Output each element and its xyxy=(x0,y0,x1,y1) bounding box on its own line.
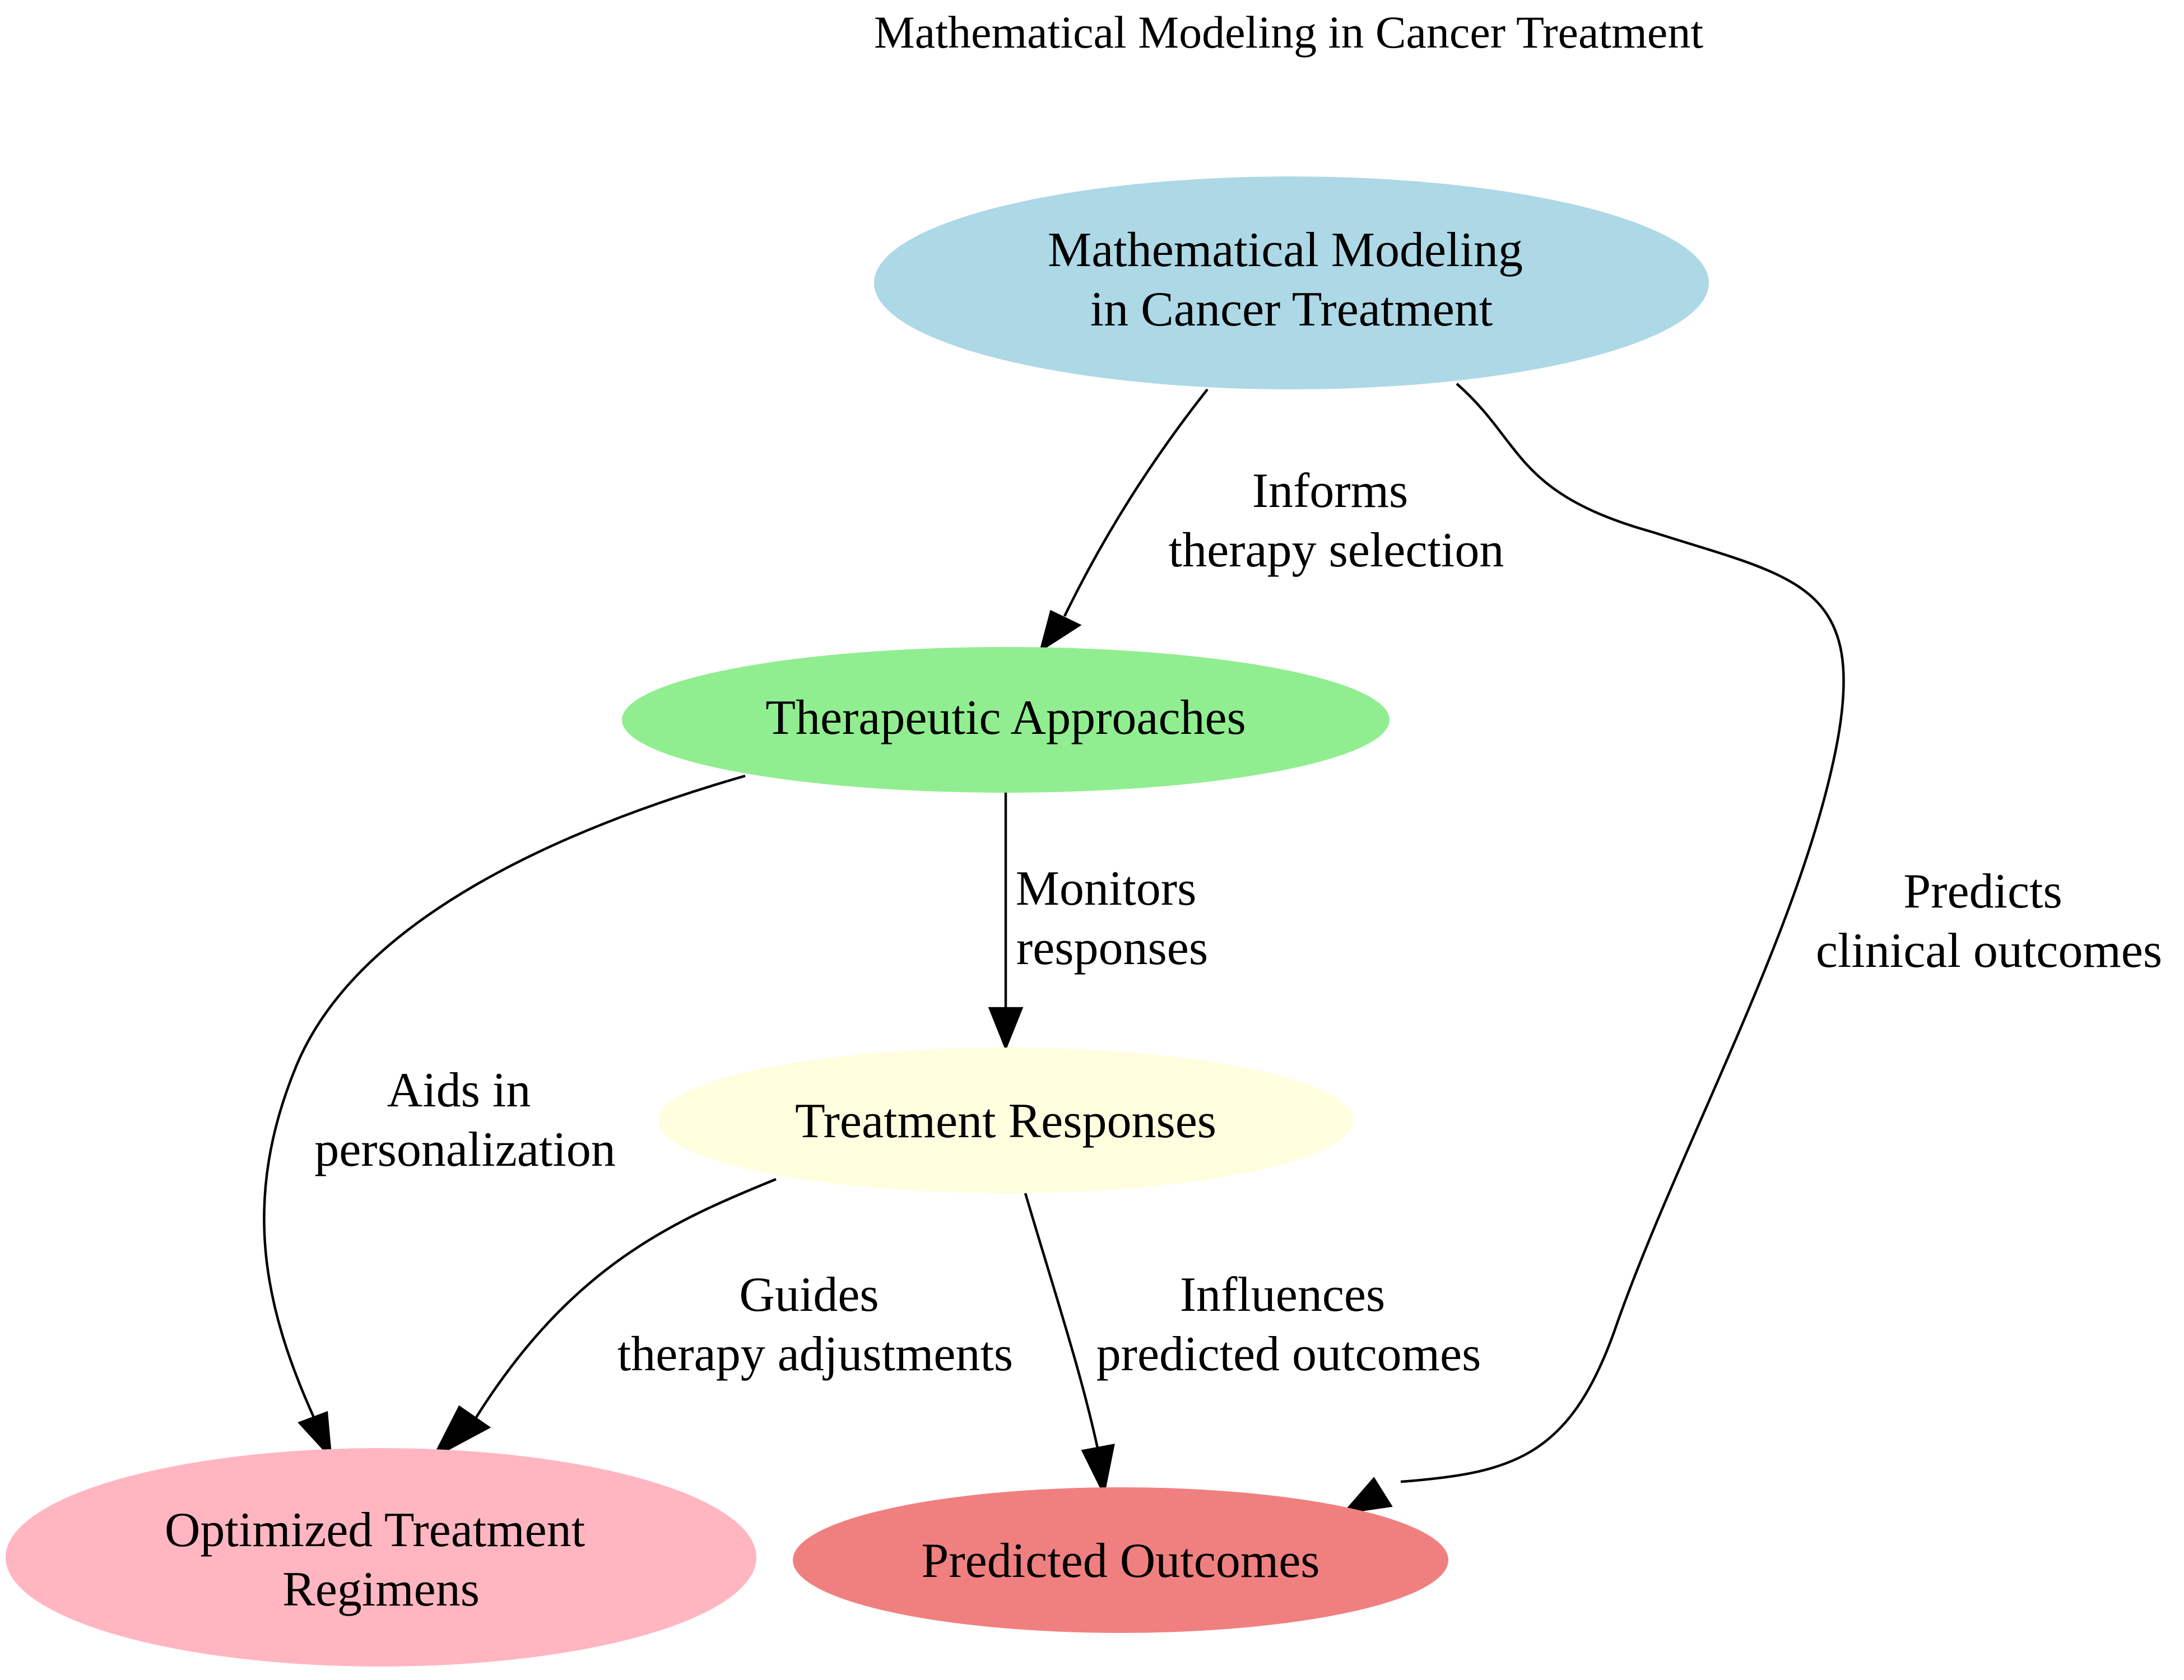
node-label-line: in Cancer Treatment xyxy=(1090,282,1493,337)
edge-label-line: Aids in xyxy=(387,1063,531,1118)
node-predicted-outcomes: Predicted Outcomes xyxy=(793,1487,1448,1633)
edge-label-influences: Influences predicted outcomes xyxy=(1096,1268,1481,1381)
edge-label-aids: Aids in personalization xyxy=(314,1063,616,1177)
node-label: Mathematical Modeling in Cancer Treatmen… xyxy=(1048,223,1535,337)
node-label-line: Regimens xyxy=(282,1562,480,1617)
node-label-line: Mathematical Modeling xyxy=(1048,223,1523,277)
edge-label-line: responses xyxy=(1016,921,1208,975)
edge-aids-in-personalization: Aids in personalization xyxy=(263,774,746,1460)
arrowhead-icon xyxy=(298,1411,332,1460)
edge-informs-therapy-selection: Informs therapy selection xyxy=(1039,388,1504,653)
node-optimized-treatment-regimens: Optimized Treatment Regimens xyxy=(6,1448,756,1667)
edge-label-line: Monitors xyxy=(1016,862,1197,916)
node-therapeutic-approaches: Therapeutic Approaches xyxy=(622,647,1390,793)
node-shape xyxy=(622,647,1390,793)
edge-label-line: Informs xyxy=(1252,464,1409,518)
edge-label-line: therapy adjustments xyxy=(617,1327,1013,1381)
edge-label-line: Influences xyxy=(1180,1268,1385,1322)
node-label: Therapeutic Approaches xyxy=(765,691,1246,745)
edge-line xyxy=(263,774,746,1418)
node-shape xyxy=(658,1048,1353,1193)
node-mathematical-modeling: Mathematical Modeling in Cancer Treatmen… xyxy=(874,176,1709,389)
node-label: Treatment Responses xyxy=(795,1094,1216,1148)
edge-line xyxy=(1024,1193,1100,1451)
edge-influences-predicted-outcomes: Influences predicted outcomes xyxy=(1024,1193,1481,1497)
node-shape xyxy=(874,176,1709,389)
edge-label-predicts: Predicts clinical outcomes xyxy=(1816,864,2162,978)
edge-label-guides: Guides therapy adjustments xyxy=(617,1268,1013,1381)
edge-monitors-responses: Monitors responses xyxy=(988,793,1209,1051)
edge-label-informs: Informs therapy selection xyxy=(1169,464,1504,578)
edge-line xyxy=(1400,383,1845,1483)
edge-label-line: Predicts xyxy=(1903,864,2062,919)
arrowhead-icon xyxy=(988,1007,1024,1051)
diagram-title: Mathematical Modeling in Cancer Treatmen… xyxy=(874,7,1703,58)
node-label: Optimized Treatment Regimens xyxy=(165,1503,597,1617)
edge-line xyxy=(1063,388,1209,617)
edge-label-line: therapy selection xyxy=(1169,523,1504,578)
arrowhead-icon xyxy=(431,1405,491,1460)
edge-label-monitors: Monitors responses xyxy=(1016,862,1209,975)
edge-label-line: personalization xyxy=(314,1123,616,1177)
arrowhead-icon xyxy=(1341,1477,1393,1515)
edge-guides-therapy-adjustments: Guides therapy adjustments xyxy=(431,1178,1013,1460)
edge-label-line: Guides xyxy=(739,1268,879,1322)
edge-line xyxy=(475,1178,777,1418)
node-shape xyxy=(793,1487,1448,1633)
node-label-line: Optimized Treatment xyxy=(165,1503,585,1557)
edge-predicts-clinical-outcomes: Predicts clinical outcomes xyxy=(1341,383,2162,1515)
arrowhead-icon xyxy=(1081,1444,1115,1497)
node-shape xyxy=(6,1448,756,1667)
edge-label-line: predicted outcomes xyxy=(1096,1327,1481,1381)
node-label: Predicted Outcomes xyxy=(921,1534,1319,1588)
node-treatment-responses: Treatment Responses xyxy=(658,1048,1353,1193)
edge-label-line: clinical outcomes xyxy=(1816,924,2162,978)
arrowhead-icon xyxy=(1039,609,1082,653)
